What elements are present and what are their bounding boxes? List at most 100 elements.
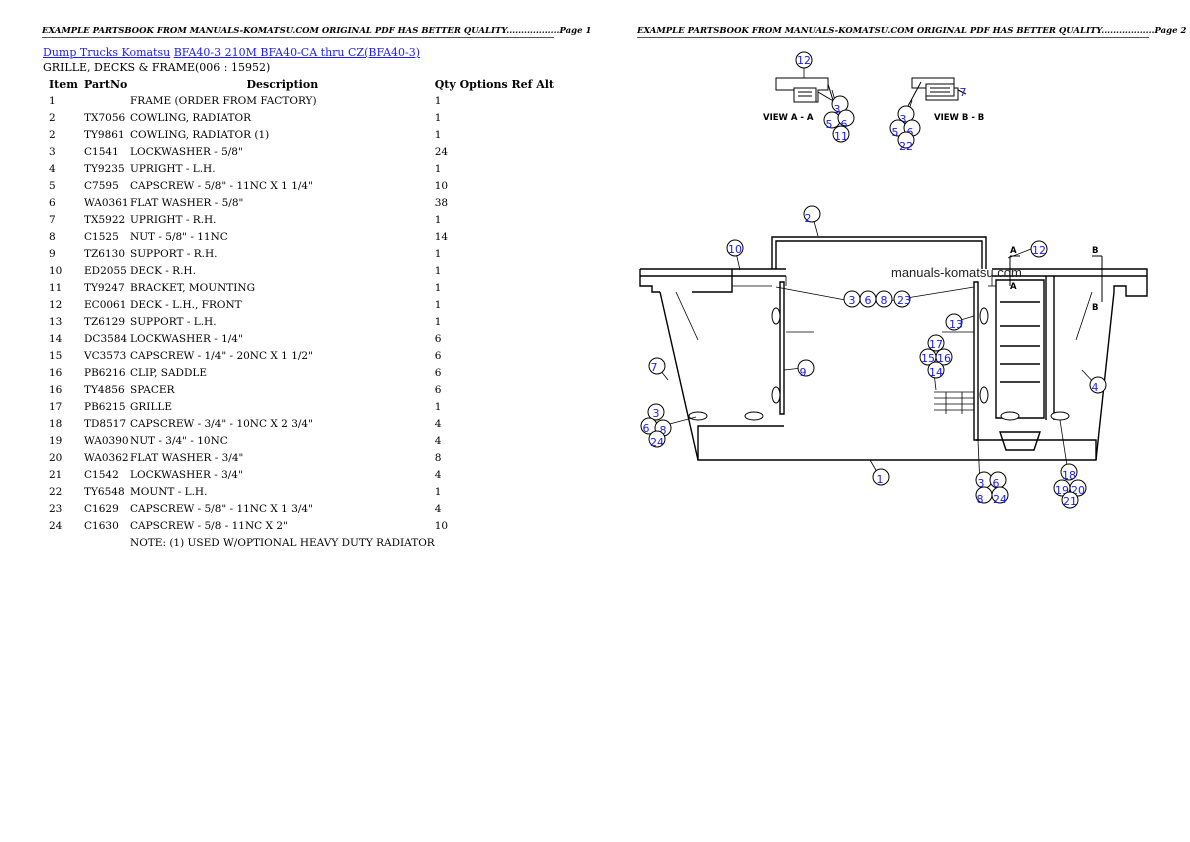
cell-description: MOUNT - L.H. bbox=[130, 485, 208, 498]
callout-9[interactable]: 9 bbox=[797, 359, 815, 379]
callout-6[interactable]: 6 bbox=[837, 109, 855, 131]
svg-text:3: 3 bbox=[900, 113, 907, 126]
cell-description: LOCKWASHER - 5/8" bbox=[130, 145, 243, 158]
leader-lines bbox=[656, 60, 1097, 487]
breadcrumb-link-manufacturer[interactable]: Dump Trucks Komatsu bbox=[43, 46, 171, 59]
cell-description: CAPSCREW - 5/8 - 11NC X 2" bbox=[130, 519, 288, 532]
cell-partno: TZ6129 bbox=[84, 315, 126, 328]
callout-17[interactable]: 17 bbox=[927, 334, 945, 352]
svg-text:13: 13 bbox=[949, 318, 963, 331]
callout-12b[interactable]: 12 bbox=[1030, 240, 1048, 258]
cell-item: 19 bbox=[49, 434, 63, 447]
cell-qty: 1 bbox=[434, 400, 442, 413]
callout-10[interactable]: 10 bbox=[726, 239, 744, 257]
cell-partno: TY4856 bbox=[84, 383, 125, 396]
svg-text:3: 3 bbox=[653, 407, 660, 420]
callout-24[interactable]: 24 bbox=[648, 430, 666, 449]
svg-text:1: 1 bbox=[877, 473, 884, 486]
callout-15[interactable]: 15 bbox=[919, 348, 937, 366]
callout-16[interactable]: 16 bbox=[935, 348, 953, 366]
cell-partno: C1630 bbox=[84, 519, 119, 532]
section-markers bbox=[1009, 255, 1103, 302]
cell-item: 24 bbox=[49, 519, 63, 532]
cell-item: 11 bbox=[49, 281, 63, 294]
cell-partno: WA0361 bbox=[84, 196, 129, 209]
svg-text:18: 18 bbox=[1062, 469, 1076, 482]
breadcrumb-link-model[interactable]: BFA40-3 210M BFA40-CA thru CZ(BFA40-3) bbox=[173, 46, 421, 59]
cell-description: UPRIGHT - L.H. bbox=[130, 162, 216, 175]
callout-23[interactable]: 23 bbox=[893, 290, 911, 308]
cell-description: FLAT WASHER - 3/4" bbox=[130, 451, 244, 464]
callout-8c[interactable]: 8 bbox=[975, 486, 993, 506]
svg-text:3: 3 bbox=[834, 103, 841, 116]
callout-22[interactable]: 22 bbox=[897, 131, 915, 153]
cell-qty: 1 bbox=[434, 485, 442, 498]
cell-partno: TY9247 bbox=[84, 281, 125, 294]
callout-4[interactable]: 4 bbox=[1089, 376, 1107, 394]
cell-qty: 1 bbox=[434, 247, 442, 260]
callout-18[interactable]: 18 bbox=[1060, 463, 1078, 482]
callout-7b[interactable]: 7 bbox=[648, 357, 666, 375]
callout-3[interactable]: 3 bbox=[831, 95, 849, 116]
callout-1[interactable]: 1 bbox=[872, 468, 890, 486]
cell-partno: TZ6130 bbox=[84, 247, 126, 260]
callout-12[interactable]: 12 bbox=[795, 51, 813, 69]
column-header-description: Description bbox=[246, 77, 319, 91]
callout-14[interactable]: 14 bbox=[927, 361, 945, 379]
cell-qty: 1 bbox=[434, 315, 442, 328]
section-marker-a-top: A bbox=[1010, 246, 1017, 256]
svg-text:22: 22 bbox=[899, 140, 913, 153]
callout-21[interactable]: 21 bbox=[1061, 491, 1079, 509]
cell-partno: TX5922 bbox=[84, 213, 126, 226]
callout-3c[interactable]: 3 bbox=[843, 290, 861, 308]
svg-text:24: 24 bbox=[650, 436, 664, 449]
callout-6c[interactable]: 6 bbox=[859, 290, 877, 308]
cell-item: 14 bbox=[49, 332, 63, 345]
cell-partno: C1542 bbox=[84, 468, 119, 481]
cell-partno: DC3584 bbox=[84, 332, 128, 345]
section-title: GRILLE, DECKS & FRAME(006 : 15952) bbox=[43, 61, 271, 74]
callout-7[interactable]: 7 bbox=[960, 86, 967, 99]
cell-qty: 6 bbox=[434, 349, 442, 362]
callout-8[interactable]: 8 bbox=[875, 290, 893, 308]
callout-24b[interactable]: 24 bbox=[991, 486, 1009, 506]
svg-text:4: 4 bbox=[1092, 381, 1099, 394]
cell-partno: TX7056 bbox=[84, 111, 126, 124]
cell-item: 1 bbox=[49, 94, 56, 107]
cell-description: SPACER bbox=[130, 383, 175, 396]
cell-partno: ED2055 bbox=[84, 264, 127, 277]
cell-qty: 8 bbox=[434, 451, 442, 464]
cell-description: COWLING, RADIATOR (1) bbox=[130, 128, 270, 141]
cell-description: CAPSCREW - 5/8" - 11NC X 1 3/4" bbox=[130, 502, 313, 515]
breadcrumb: Dump Trucks Komatsu BFA40-3 210M BFA40-C… bbox=[43, 46, 420, 59]
svg-text:17: 17 bbox=[929, 338, 943, 351]
svg-text:7: 7 bbox=[651, 361, 658, 374]
cell-item: 18 bbox=[49, 417, 63, 430]
cell-qty: 10 bbox=[434, 519, 449, 532]
svg-text:23: 23 bbox=[897, 294, 911, 307]
callouts: 12 3 5 6 11 7 3 5 6 22 2 10 12 3 6 8 23 … bbox=[640, 51, 1107, 509]
callout-2[interactable]: 2 bbox=[803, 205, 821, 225]
parts-diagram: VIEW A - A VIEW B - B bbox=[639, 51, 1148, 509]
svg-text:6: 6 bbox=[993, 477, 1000, 490]
cell-qty bbox=[435, 534, 554, 551]
cell-description: SUPPORT - R.H. bbox=[130, 247, 218, 260]
page-header-left: EXAMPLE PARTSBOOK FROM MANUALS-KOMATSU.C… bbox=[42, 26, 592, 38]
callout-13[interactable]: 13 bbox=[945, 313, 963, 331]
cell-description: FRAME (ORDER FROM FACTORY) bbox=[130, 94, 317, 107]
svg-text:9: 9 bbox=[800, 366, 807, 379]
svg-text:11: 11 bbox=[834, 130, 848, 143]
svg-text:6: 6 bbox=[865, 294, 872, 307]
callout-3d[interactable]: 3 bbox=[647, 403, 665, 421]
callout-11[interactable]: 11 bbox=[832, 125, 850, 143]
cell-item: 23 bbox=[49, 502, 63, 515]
